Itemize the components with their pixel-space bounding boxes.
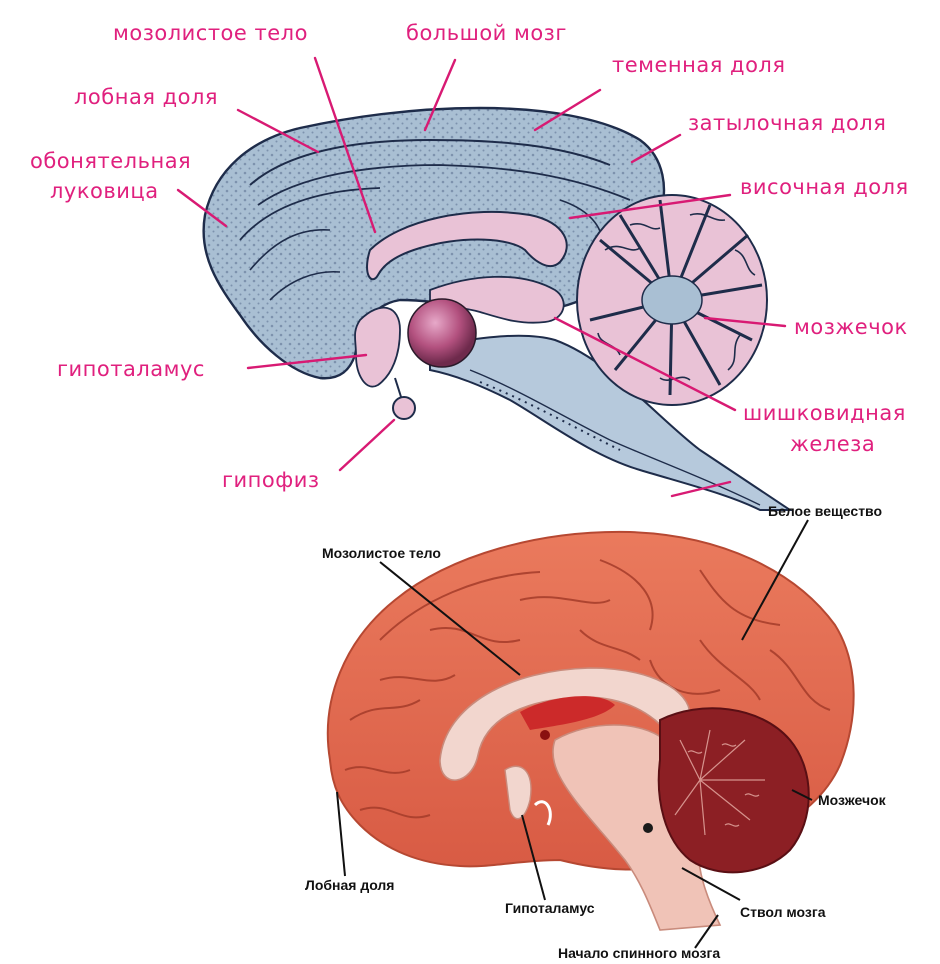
label-hypothalamus-bottom: Гипоталамус xyxy=(505,900,595,916)
label-olfactory-bulb-line2-top: луковица xyxy=(50,179,159,203)
label-corpus-callosum-bottom: Мозолистое тело xyxy=(322,545,441,561)
top-pituitary-shape xyxy=(393,397,415,419)
top-cerebellum xyxy=(577,195,767,405)
label-brain-stem-bottom: Ствол мозга xyxy=(740,904,826,920)
label-white-matter-bottom: Белое вещество xyxy=(768,503,882,519)
label-frontal-lobe-top: лобная доля xyxy=(74,85,218,109)
label-hypothalamus-top: гипоталамус xyxy=(57,357,205,381)
top-brain-illustration xyxy=(204,108,790,510)
label-pituitary-top: гипофиз xyxy=(222,468,320,492)
top-hypothalamus xyxy=(355,308,400,387)
label-pineal-gland-line1-top: шишковидная xyxy=(743,401,906,425)
label-cerebrum-top: большой мозг xyxy=(406,21,567,45)
label-spinal-cord-start-bottom: Начало спинного мозга xyxy=(558,945,720,961)
label-pineal-gland-line2-top: железа xyxy=(790,432,875,456)
label-corpus-callosum-top: мозолистое тело xyxy=(113,21,308,45)
bottom-brain-model xyxy=(328,532,854,930)
label-frontal-lobe-bottom: Лобная доля xyxy=(305,877,394,893)
label-cerebellum-bottom: Мозжечок xyxy=(818,792,887,808)
top-thalamus-sphere xyxy=(408,299,476,367)
label-parietal-lobe-top: теменная доля xyxy=(612,53,785,77)
label-occipital-lobe-top: затылочная доля xyxy=(688,111,886,135)
label-cerebellum-top: мозжечок xyxy=(794,315,908,339)
label-temporal-lobe-top: височная доля xyxy=(740,175,909,199)
label-olfactory-bulb-line1-top: обонятельная xyxy=(30,149,191,173)
